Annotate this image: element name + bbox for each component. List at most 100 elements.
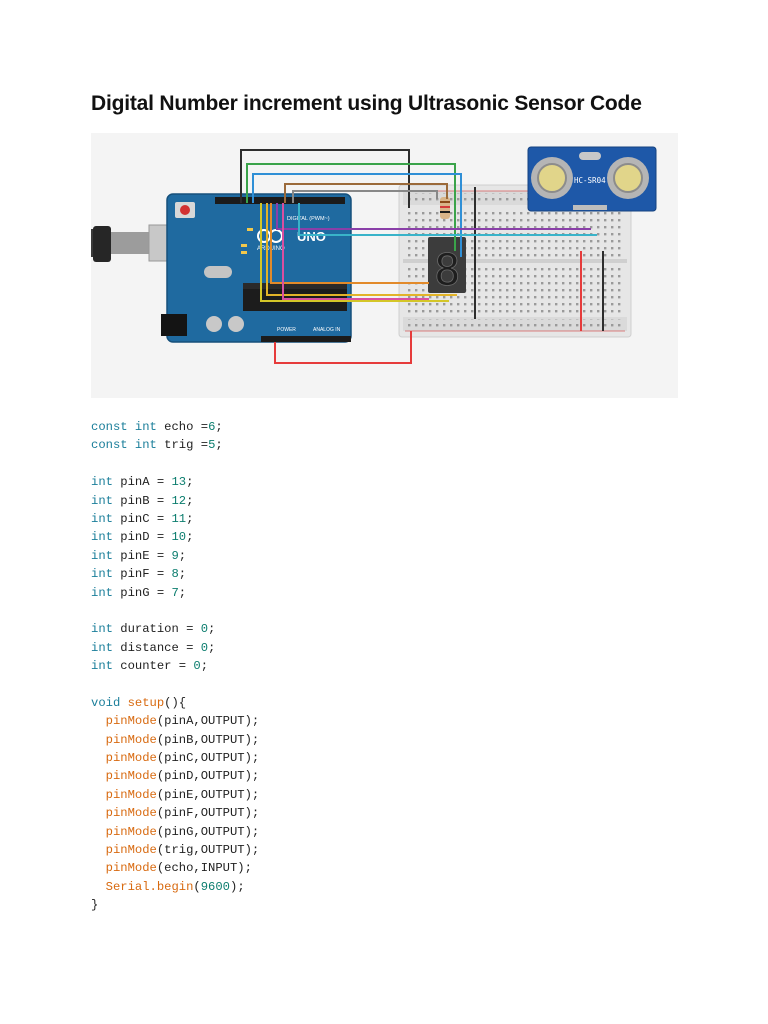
code-token: ; bbox=[200, 659, 209, 674]
code-token: (pinC,OUTPUT); bbox=[156, 751, 260, 766]
code-token: pinMode bbox=[105, 769, 157, 784]
code-token: 9 bbox=[171, 548, 179, 563]
code-token: 0 bbox=[193, 659, 201, 674]
code-token bbox=[128, 420, 135, 434]
code-token: pinMode bbox=[105, 861, 157, 876]
code-token: ( bbox=[193, 879, 201, 894]
code-line: int pinG = 7; bbox=[91, 584, 259, 602]
wire-blue bbox=[252, 173, 462, 257]
code-token bbox=[91, 714, 106, 728]
code-token: (pinF,OUTPUT); bbox=[156, 806, 260, 821]
code-line: pinMode(pinF,OUTPUT); bbox=[91, 804, 260, 822]
code-token: (trig,OUTPUT); bbox=[156, 842, 260, 857]
code-token: int bbox=[91, 640, 113, 655]
code-line: void setup(){ bbox=[91, 694, 259, 712]
code-token: (pinA,OUTPUT); bbox=[156, 714, 260, 729]
code-line: const int echo =6; bbox=[91, 418, 259, 436]
wire-black bbox=[240, 149, 410, 208]
code-line: pinMode(pinD,OUTPUT); bbox=[91, 767, 260, 785]
code-token: ; bbox=[215, 420, 223, 434]
code-token: setup bbox=[127, 695, 165, 710]
digital-header-label: DIGITAL (PWM~) bbox=[287, 216, 330, 222]
code-line: int counter = 0; bbox=[91, 657, 259, 675]
code-line: int pinD = 10; bbox=[91, 528, 259, 546]
wire-green bbox=[246, 163, 456, 251]
code-token: 11 bbox=[171, 511, 187, 526]
code-token: int bbox=[91, 475, 113, 490]
code-token: pinMode bbox=[105, 732, 157, 747]
code-line: const int trig =5; bbox=[91, 436, 259, 454]
code-token: pinMode bbox=[105, 787, 157, 802]
code-token: int bbox=[91, 659, 113, 674]
code-token: ; bbox=[186, 475, 194, 490]
code-block: const int echo =6;const int trig =5;int … bbox=[91, 418, 259, 915]
display-digit: 8 bbox=[434, 245, 461, 296]
code-line: pinMode(echo,INPUT); bbox=[91, 859, 259, 877]
code-token: ; bbox=[178, 567, 187, 582]
code-token: ; bbox=[178, 548, 187, 563]
code-token: pinA = bbox=[112, 475, 172, 490]
wire-orange bbox=[270, 203, 429, 284]
power-header-label: POWER bbox=[277, 327, 296, 333]
seven-segment-display: 8 bbox=[428, 237, 466, 296]
ultrasonic-sensor: HC-SR04 bbox=[527, 146, 657, 212]
code-token bbox=[91, 769, 106, 783]
code-token bbox=[91, 861, 106, 875]
code-token: pinMode bbox=[105, 751, 157, 766]
code-token: pinMode bbox=[105, 842, 157, 857]
code-token: int bbox=[91, 511, 113, 526]
wire-yellow-2 bbox=[266, 203, 457, 296]
code-line bbox=[91, 675, 259, 693]
code-token: duration = bbox=[112, 622, 201, 637]
board-model: UNO bbox=[297, 229, 326, 244]
code-line: int pinC = 11; bbox=[91, 510, 259, 528]
arduino-board: ARDUINO UNO DIGITAL (PWM~) POWER ANALOG … bbox=[161, 193, 352, 343]
code-line: pinMode(pinC,OUTPUT); bbox=[91, 749, 260, 767]
code-token: 5 bbox=[208, 438, 216, 453]
code-line: int duration = 0; bbox=[91, 620, 259, 638]
code-token: 0 bbox=[200, 622, 209, 637]
code-token: 10 bbox=[171, 530, 187, 545]
code-token: (echo,INPUT); bbox=[156, 861, 252, 876]
code-token: const bbox=[91, 420, 128, 434]
code-token: pinC = bbox=[112, 511, 172, 526]
wire-grey bbox=[292, 190, 438, 203]
code-token: 12 bbox=[171, 493, 187, 508]
code-line: pinMode(pinE,OUTPUT); bbox=[91, 786, 260, 804]
code-token: trig = bbox=[156, 438, 209, 453]
code-line: int pinF = 8; bbox=[91, 565, 259, 583]
code-token: int bbox=[134, 438, 157, 453]
code-line: int pinA = 13; bbox=[91, 473, 259, 491]
code-token: 13 bbox=[171, 475, 187, 490]
code-token: Serial.begin bbox=[105, 879, 194, 894]
wires bbox=[240, 149, 604, 364]
code-token: distance = bbox=[112, 640, 201, 655]
code-token: 6 bbox=[208, 420, 216, 434]
code-token: int bbox=[91, 548, 113, 563]
code-token: pinMode bbox=[105, 806, 157, 821]
code-line: int distance = 0; bbox=[91, 639, 259, 657]
code-line: pinMode(pinA,OUTPUT); bbox=[91, 712, 260, 730]
wire-pink bbox=[282, 203, 429, 300]
resistor bbox=[440, 197, 450, 219]
code-line: Serial.begin(9600); bbox=[91, 878, 259, 896]
wire-brown bbox=[284, 183, 448, 203]
code-token: 8 bbox=[171, 567, 179, 582]
code-token: 9600 bbox=[200, 879, 230, 894]
code-token: 0 bbox=[200, 640, 209, 655]
document-title: Digital Number increment using Ultrasoni… bbox=[91, 92, 642, 115]
code-token: int bbox=[91, 530, 113, 545]
code-line: pinMode(pinB,OUTPUT); bbox=[91, 731, 260, 749]
code-token: (pinG,OUTPUT); bbox=[156, 824, 260, 839]
code-token bbox=[91, 733, 106, 747]
code-token bbox=[91, 825, 106, 839]
circuit-diagram: ARDUINO UNO DIGITAL (PWM~) POWER ANALOG … bbox=[91, 133, 678, 398]
code-line: int pinE = 9; bbox=[91, 547, 259, 565]
code-token: (pinB,OUTPUT); bbox=[156, 732, 260, 747]
wire-yellow-1 bbox=[260, 203, 449, 302]
code-line: } bbox=[91, 896, 259, 914]
code-token bbox=[91, 843, 106, 857]
code-token bbox=[91, 880, 106, 894]
code-token: 7 bbox=[171, 585, 179, 600]
code-token: pinF = bbox=[112, 567, 172, 582]
